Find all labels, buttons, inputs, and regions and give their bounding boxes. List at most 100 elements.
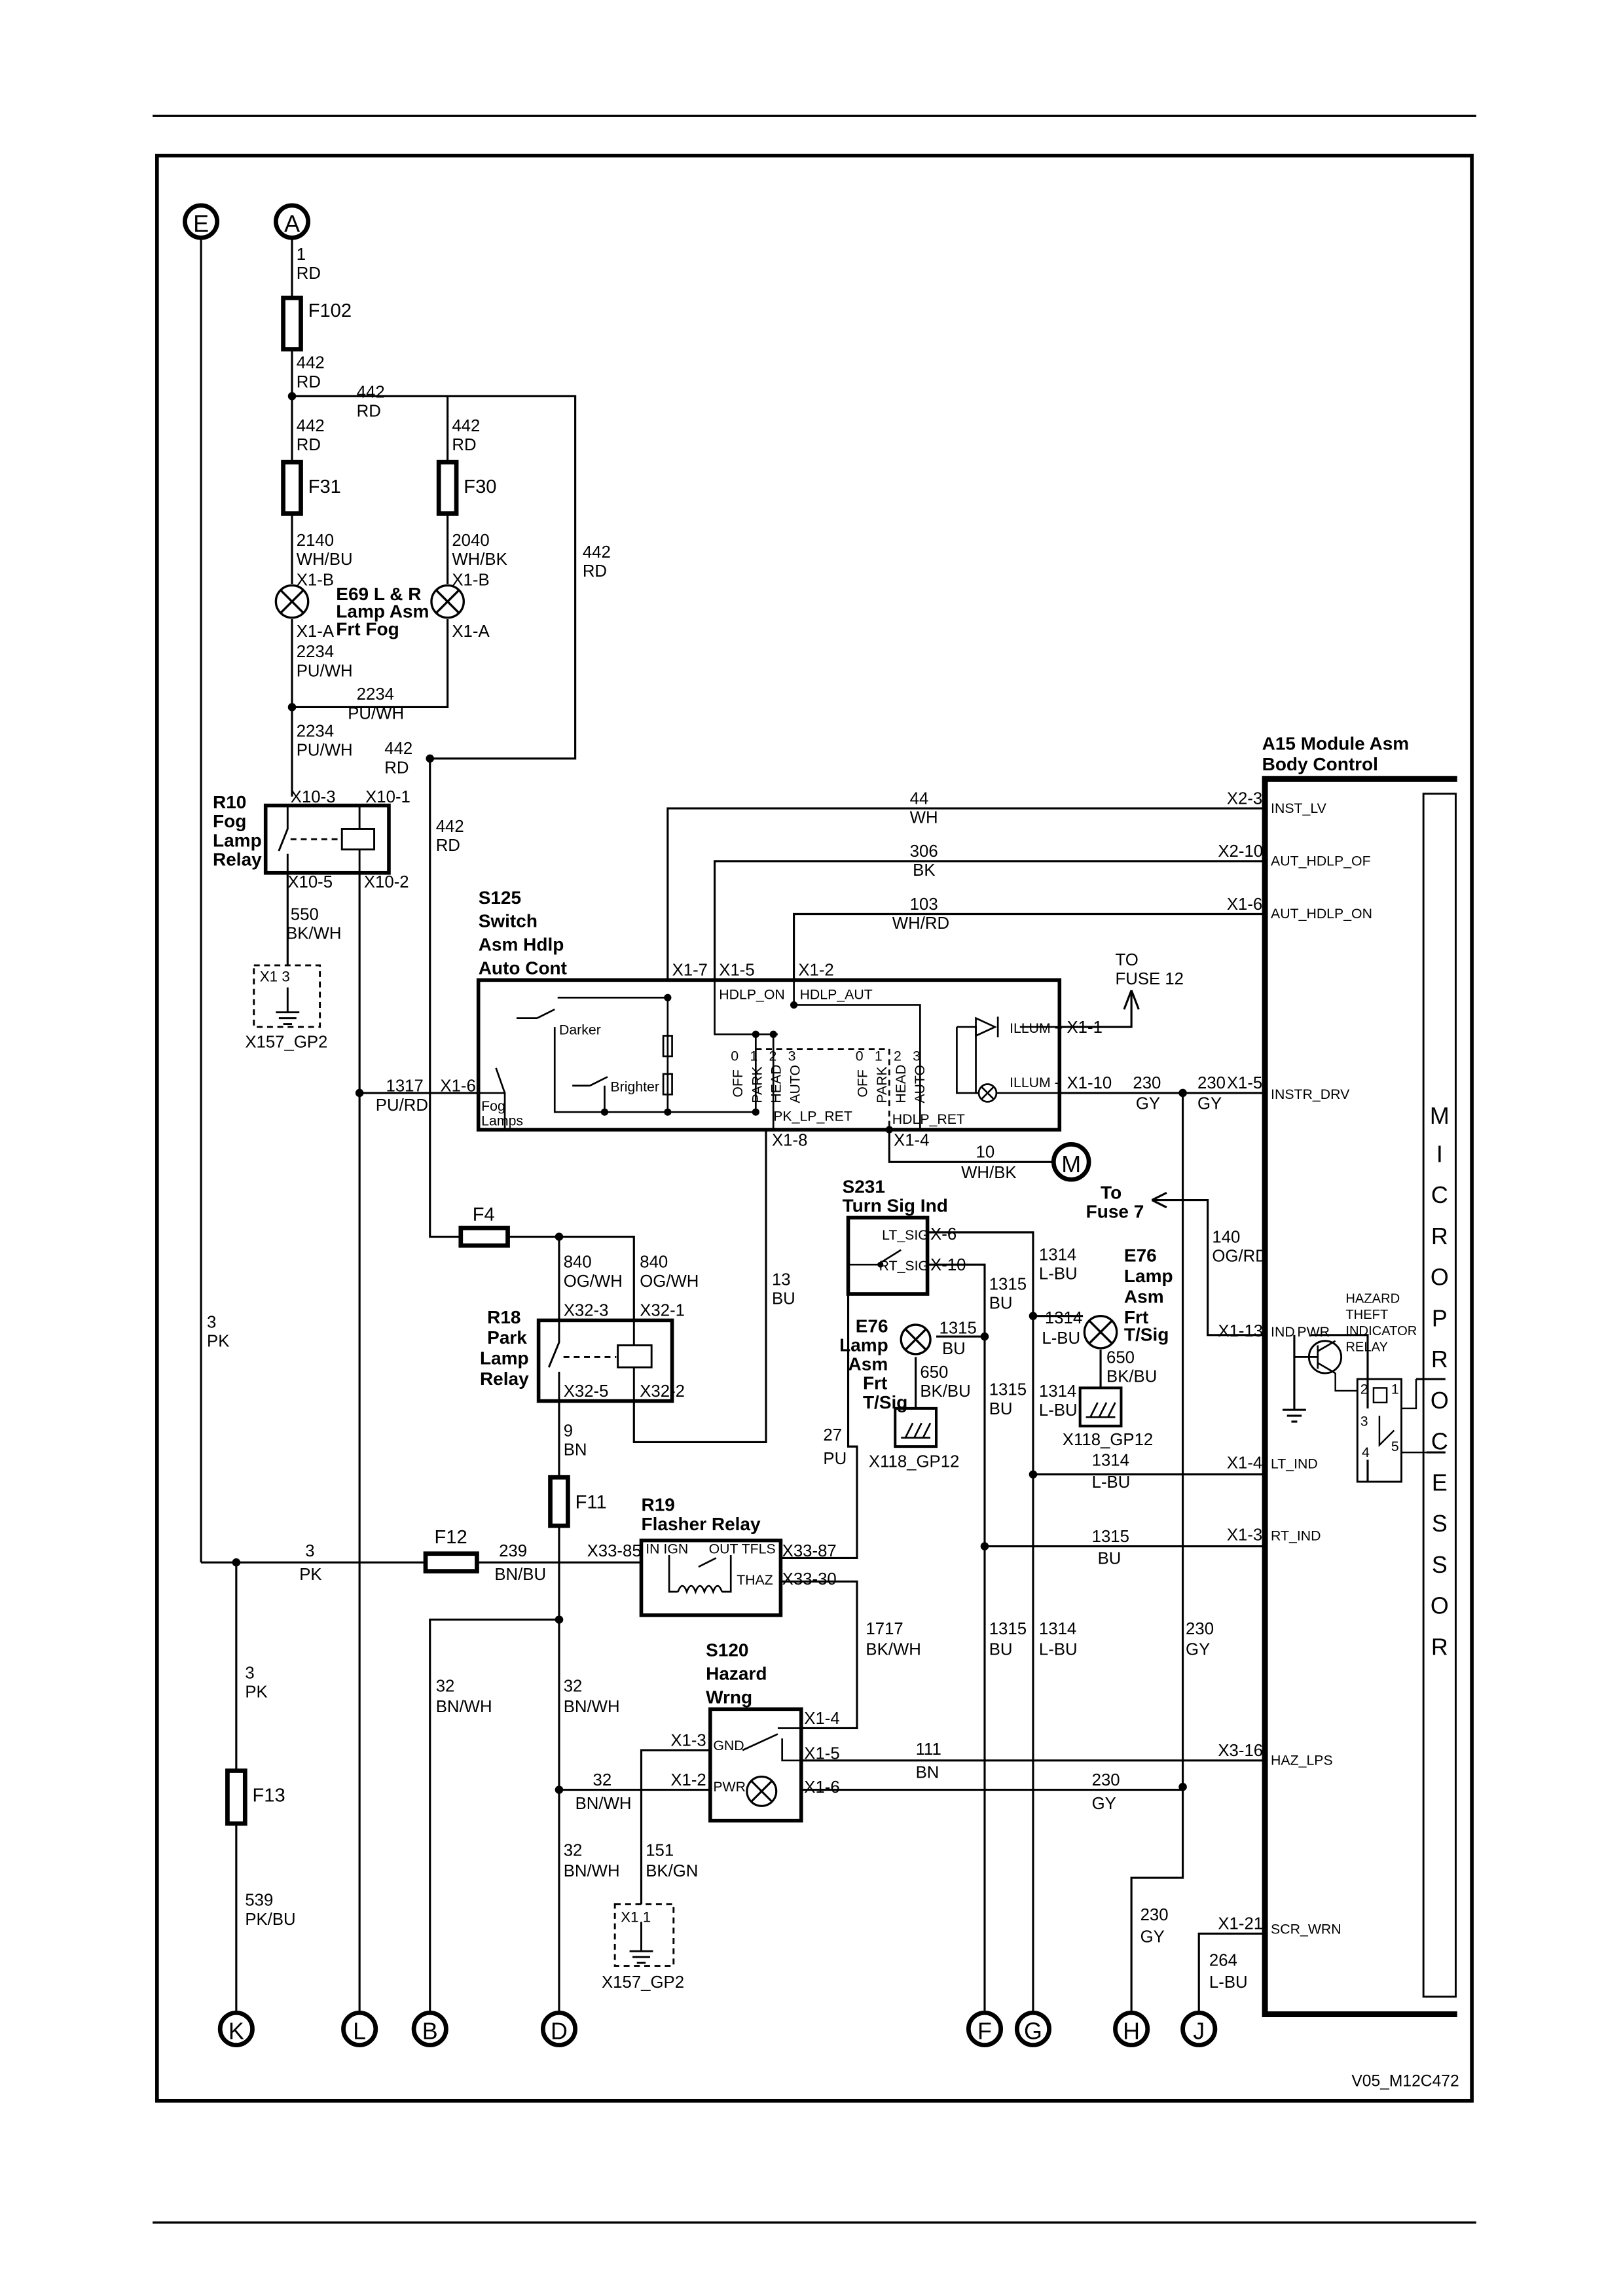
svg-text:BK: BK	[913, 861, 935, 880]
svg-text:L-BU: L-BU	[1039, 1265, 1078, 1283]
fuse-label: F12	[434, 1527, 467, 1548]
svg-text:Darker: Darker	[559, 1022, 601, 1037]
svg-text:To: To	[1101, 1182, 1122, 1202]
connector-g[interactable]: G	[1014, 2010, 1051, 2047]
svg-text:X1-2: X1-2	[670, 1771, 706, 1789]
svg-text:GY: GY	[1197, 1095, 1222, 1113]
svg-text:32: 32	[436, 1677, 455, 1695]
svg-text:HDLP_AUT: HDLP_AUT	[800, 986, 873, 1002]
fuse-f13[interactable]: F13	[225, 1768, 285, 1826]
connector-d[interactable]: D	[540, 2010, 577, 2047]
svg-text:RD: RD	[297, 436, 321, 454]
svg-text:2234: 2234	[357, 685, 394, 704]
svg-text:442: 442	[357, 384, 385, 402]
svg-text:L-BU: L-BU	[1039, 1640, 1078, 1659]
svg-text:THAZ: THAZ	[737, 1572, 773, 1588]
svg-text:X10-3: X10-3	[291, 788, 336, 806]
svg-text:Relay: Relay	[480, 1369, 529, 1389]
connector-l[interactable]: L	[341, 2010, 378, 2047]
connector-h[interactable]: H	[1113, 2010, 1150, 2047]
svg-text:442: 442	[583, 543, 611, 562]
svg-text:X157_GP2: X157_GP2	[602, 1973, 684, 1992]
ground-x118-left	[894, 1407, 938, 1448]
svg-text:X33-30: X33-30	[782, 1570, 837, 1588]
fuse-label: F4	[473, 1204, 495, 1225]
svg-text:L-BU: L-BU	[1039, 1401, 1078, 1420]
svg-text:X1-4: X1-4	[1227, 1454, 1262, 1473]
svg-text:T/Sig: T/Sig	[863, 1392, 907, 1412]
connector-label: A	[284, 211, 300, 237]
svg-text:RD: RD	[357, 403, 381, 421]
connector-m[interactable]: M	[1051, 1142, 1091, 1182]
svg-text:X1-10: X1-10	[1067, 1074, 1112, 1092]
junction-dots	[232, 392, 1187, 1794]
fuse-f11[interactable]: F11	[548, 1475, 607, 1528]
connector-label: B	[422, 2018, 438, 2045]
svg-text:230: 230	[1186, 1620, 1214, 1638]
svg-text:Fog: Fog	[213, 811, 246, 831]
svg-text:INST_LV: INST_LV	[1271, 800, 1327, 816]
svg-text:3: 3	[913, 1049, 921, 1064]
module-a15	[1262, 776, 1457, 2018]
svg-text:2: 2	[894, 1049, 902, 1064]
svg-text:INSTR_DRV: INSTR_DRV	[1271, 1086, 1350, 1102]
svg-text:32: 32	[564, 1677, 583, 1695]
svg-text:INDICATOR: INDICATOR	[1345, 1324, 1417, 1338]
connector-label: G	[1024, 2018, 1042, 2045]
svg-text:840: 840	[640, 1253, 668, 1272]
svg-text:Frt: Frt	[1124, 1307, 1148, 1327]
connector-j[interactable]: J	[1180, 2010, 1218, 2047]
svg-text:103: 103	[910, 895, 938, 914]
ground-x118-right	[1078, 1386, 1123, 1427]
svg-text:Flasher Relay: Flasher Relay	[641, 1514, 761, 1534]
svg-text:WH/BU: WH/BU	[297, 550, 353, 569]
svg-text:BU: BU	[989, 1400, 1013, 1418]
svg-text:Fog: Fog	[481, 1098, 505, 1114]
connector-a[interactable]: A	[274, 203, 311, 240]
fuse-f12[interactable]: F12	[423, 1527, 479, 1574]
fuse-f30[interactable]: F30	[436, 459, 496, 516]
svg-text:3: 3	[207, 1314, 216, 1332]
connector-k[interactable]: K	[217, 2010, 255, 2047]
fuse-reference-labels: TO FUSE 12 To Fuse 7	[1086, 951, 1184, 1222]
svg-text:C: C	[1431, 1429, 1448, 1455]
microprocessor-label: M I C R O P R O C E S S O R	[1430, 1103, 1450, 1660]
svg-text:1: 1	[750, 1049, 757, 1064]
svg-text:X1-B: X1-B	[452, 571, 489, 589]
svg-text:306: 306	[910, 842, 938, 861]
svg-text:X157_GP2: X157_GP2	[245, 1033, 327, 1051]
svg-text:X1-7: X1-7	[672, 961, 708, 980]
svg-text:OFF: OFF	[855, 1069, 871, 1098]
svg-text:X1-A: X1-A	[452, 622, 490, 641]
svg-text:2040: 2040	[452, 531, 489, 550]
svg-text:BU: BU	[989, 1640, 1013, 1659]
svg-text:X1-5: X1-5	[719, 961, 754, 980]
svg-text:111: 111	[916, 1740, 941, 1759]
svg-text:3: 3	[788, 1049, 796, 1064]
fuse-f102[interactable]: F102	[281, 295, 352, 351]
svg-text:550: 550	[291, 905, 319, 924]
svg-text:X33-87: X33-87	[782, 1542, 837, 1560]
connector-e[interactable]: E	[183, 203, 220, 240]
svg-text:OG/RD: OG/RD	[1212, 1247, 1267, 1266]
connector-f[interactable]: F	[966, 2010, 1004, 2047]
connector-b[interactable]: B	[411, 2010, 448, 2047]
svg-text:1315: 1315	[989, 1275, 1027, 1293]
svg-text:Frt Fog: Frt Fog	[336, 619, 399, 639]
svg-text:PARK: PARK	[874, 1066, 890, 1103]
svg-text:O: O	[1431, 1593, 1449, 1619]
svg-text:2234: 2234	[297, 643, 334, 661]
svg-text:4: 4	[1362, 1444, 1370, 1460]
svg-text:X118_GP12: X118_GP12	[869, 1453, 959, 1471]
fuse-f31[interactable]: F31	[281, 459, 341, 516]
svg-text:S231: S231	[843, 1176, 885, 1196]
svg-text:E76: E76	[1124, 1246, 1157, 1266]
svg-text:X1-B: X1-B	[297, 571, 334, 589]
svg-text:PU/WH: PU/WH	[297, 741, 353, 759]
a15-signal-labels: INST_LV AUT_HDLP_OF AUT_HDLP_ON INSTR_DR…	[1271, 800, 1372, 1937]
svg-text:BN/WH: BN/WH	[564, 1862, 620, 1880]
svg-text:151: 151	[646, 1841, 674, 1859]
fuse-f4[interactable]: F4	[458, 1204, 510, 1248]
svg-text:1717: 1717	[866, 1620, 903, 1638]
svg-text:Switch: Switch	[479, 911, 538, 931]
